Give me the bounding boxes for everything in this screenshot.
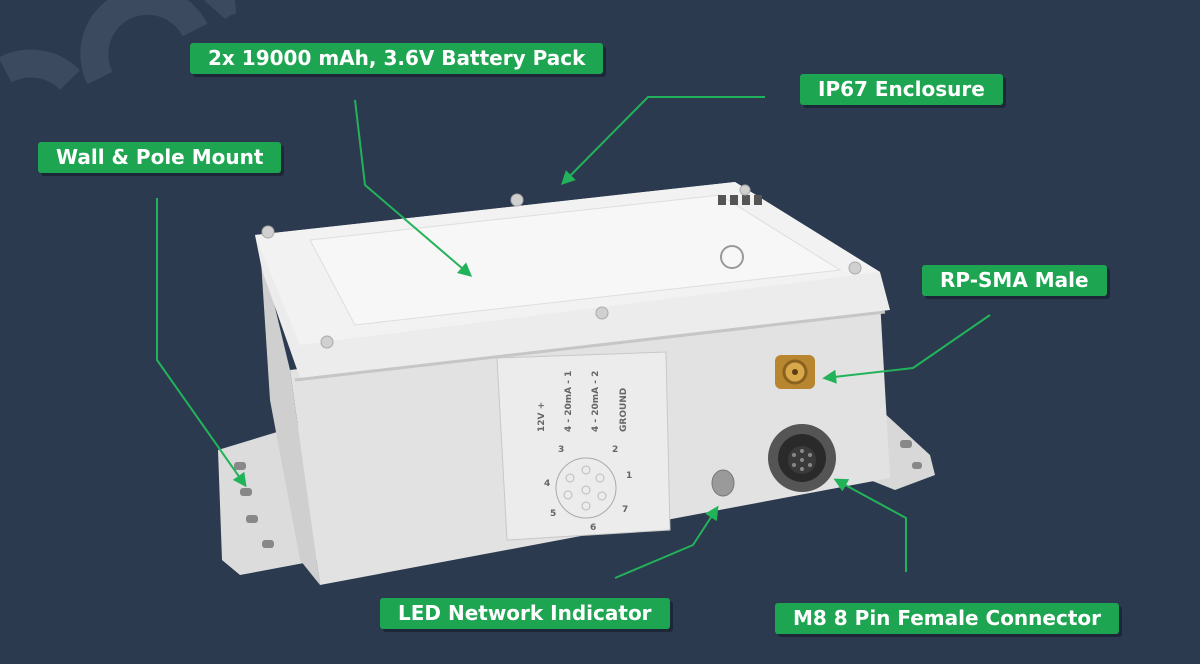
pin-label: 12V + <box>537 402 547 432</box>
pinout-sticker: 12V + 4 - 20mA - 1 4 - 20mA - 2 GROUND 1… <box>496 351 671 541</box>
arrow-mount <box>156 198 247 488</box>
led-indicator <box>711 469 735 497</box>
pin-number: 1 <box>626 471 632 481</box>
callout-led-network-indicator: LED Network Indicator <box>380 598 670 629</box>
pin-label: 4 - 20mA - 1 <box>564 371 574 432</box>
callout-battery-pack: 2x 19000 mAh, 3.6V Battery Pack <box>190 43 604 74</box>
callout-ip67-enclosure: IP67 Enclosure <box>800 74 1003 105</box>
arrow-antenna <box>822 314 991 384</box>
callout-m8-connector: M8 8 Pin Female Connector <box>775 603 1119 634</box>
pin-number: 4 <box>544 479 550 489</box>
arrow-led <box>614 505 719 579</box>
pin-number: 6 <box>590 523 596 533</box>
rp-sma-connector <box>775 355 815 389</box>
arrow-battery <box>354 99 473 277</box>
decorative-arcs <box>0 0 238 91</box>
pin-number: 5 <box>550 509 556 519</box>
pin-number: 7 <box>622 505 628 515</box>
arrow-connector <box>833 478 907 572</box>
pin-number: 3 <box>558 445 564 455</box>
arrow-enclosure <box>561 96 765 185</box>
m8-connector <box>768 424 836 492</box>
pin-number: 2 <box>612 445 618 455</box>
callout-wall-pole-mount: Wall & Pole Mount <box>38 142 282 173</box>
callout-rp-sma-male: RP-SMA Male <box>922 265 1107 296</box>
pin-label: GROUND <box>619 388 629 432</box>
pin-label: 4 - 20mA - 2 <box>591 371 601 432</box>
enclosure-device: 12V + 4 - 20mA - 1 4 - 20mA - 2 GROUND 1… <box>218 182 935 585</box>
